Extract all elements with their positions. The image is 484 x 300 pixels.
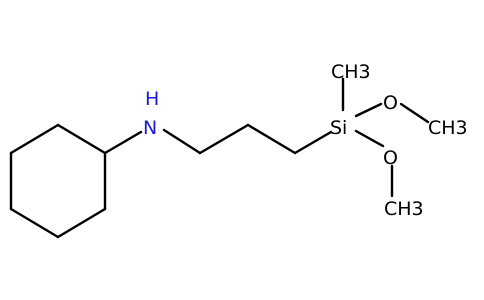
chain-bond [198, 123, 250, 155]
o-methyl-bond [399, 102, 430, 124]
ring-bond [9, 123, 60, 155]
ring-n-bond [103, 130, 143, 155]
ring-bond [56, 123, 107, 155]
oxygen-lower-label: O [383, 147, 398, 169]
nitrogen-label: N [143, 117, 157, 139]
chain-si-bond [293, 130, 333, 155]
methyl-lower-label: CH3 [384, 198, 424, 220]
oxygen-right-label: O [383, 92, 398, 114]
methyl-top-label: CH3 [331, 61, 371, 83]
ring-bond [56, 207, 107, 239]
methyl-right-label: CH3 [428, 117, 468, 139]
ring-bond [9, 207, 60, 239]
si-o-bond [354, 129, 385, 148]
si-o-bond [354, 102, 383, 118]
silicon-label: Si [330, 117, 347, 139]
n-chain-bond [162, 128, 202, 155]
n-hydrogen-label: H [145, 88, 159, 110]
chain-bond [246, 123, 297, 155]
